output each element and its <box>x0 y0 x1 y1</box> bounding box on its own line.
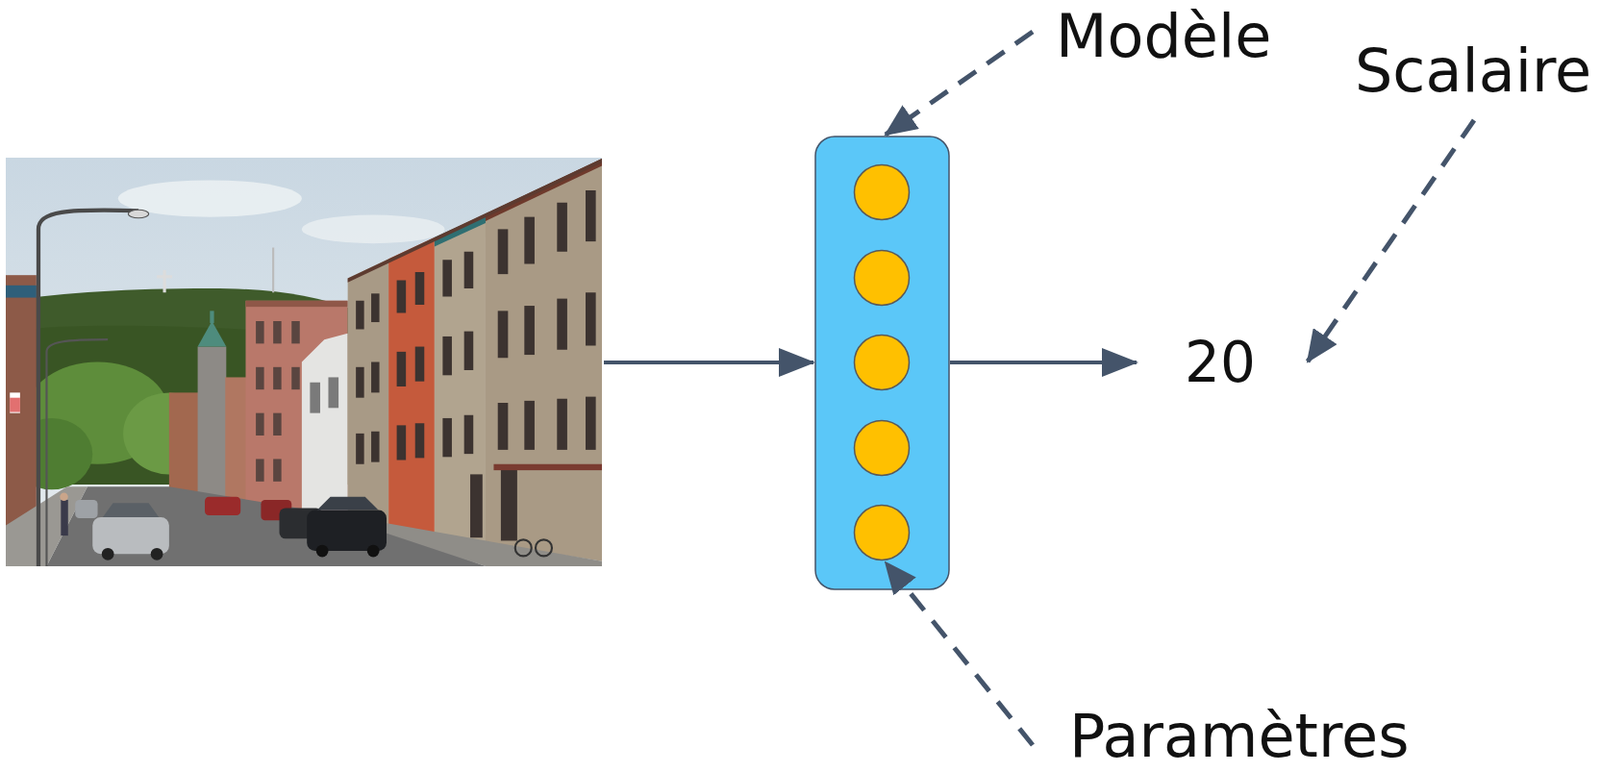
parameters-label: Paramètres <box>1069 701 1410 771</box>
parameter-circle <box>854 165 910 221</box>
leader-line <box>885 31 1033 135</box>
parameter-circle <box>854 421 910 476</box>
leader-line <box>885 562 1033 746</box>
input-arrow <box>603 360 814 365</box>
parameter-circle <box>854 505 910 561</box>
parameter-circle <box>854 335 910 391</box>
output-value: 20 <box>1184 330 1256 396</box>
street-photo <box>5 157 602 567</box>
parameter-circle <box>854 250 910 306</box>
leader-line <box>1307 120 1475 362</box>
scalar-label: Scalaire <box>1354 36 1592 105</box>
model-box <box>815 136 950 590</box>
output-arrow <box>950 360 1137 365</box>
model-label: Modèle <box>1055 1 1272 71</box>
parameter-circles <box>854 165 910 561</box>
